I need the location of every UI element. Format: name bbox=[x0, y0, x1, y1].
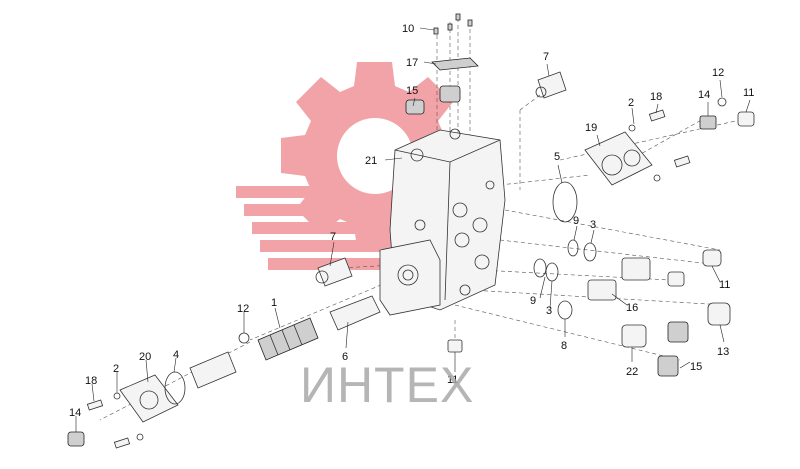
callout-11: 11 bbox=[719, 279, 730, 291]
left-spool-assembly bbox=[238, 257, 381, 361]
callout-2: 2 bbox=[113, 363, 119, 375]
callout-19: 19 bbox=[585, 122, 597, 134]
top-plugs bbox=[405, 85, 461, 115]
callout-20: 20 bbox=[139, 351, 151, 363]
callout-3: 3 bbox=[590, 219, 596, 231]
callout-18: 18 bbox=[85, 375, 97, 387]
callout-17: 17 bbox=[406, 57, 418, 69]
callout-16: 16 bbox=[626, 302, 638, 314]
callout-7: 7 bbox=[330, 231, 336, 243]
callout-9: 9 bbox=[573, 215, 579, 227]
valve-body bbox=[379, 128, 506, 316]
callout-13: 13 bbox=[717, 346, 729, 358]
watermark-brand-text: ИНТЕХ bbox=[300, 357, 475, 413]
callout-12: 12 bbox=[712, 67, 724, 79]
right-fittings bbox=[699, 97, 755, 130]
left-flange-assembly bbox=[67, 351, 237, 449]
callout-14: 14 bbox=[698, 89, 710, 101]
callout-6: 6 bbox=[342, 351, 348, 363]
callout-8: 8 bbox=[561, 340, 567, 352]
callout-14: 14 bbox=[69, 407, 81, 419]
bottom-plug bbox=[447, 339, 463, 353]
right-flange bbox=[584, 109, 691, 186]
top-cover-plate bbox=[431, 13, 479, 71]
callout-labels: 10 17 15 21 7 7 5 2 18 19 14 12 11 9 3 1… bbox=[69, 23, 754, 419]
leader-lines bbox=[75, 27, 751, 432]
callout-11: 11 bbox=[743, 87, 754, 99]
callout-9: 9 bbox=[530, 295, 536, 307]
callout-12: 12 bbox=[237, 303, 249, 315]
callout-4: 4 bbox=[173, 349, 179, 361]
callout-15: 15 bbox=[690, 361, 702, 373]
callout-21: 21 bbox=[365, 155, 377, 167]
callout-22: 22 bbox=[626, 366, 638, 378]
callout-11: 11 bbox=[447, 374, 458, 386]
callout-18: 18 bbox=[650, 91, 662, 103]
right-lower-fittings bbox=[587, 249, 731, 377]
callout-7: 7 bbox=[543, 51, 549, 63]
callout-3: 3 bbox=[546, 305, 552, 317]
callout-10: 10 bbox=[402, 23, 414, 35]
seal-rings bbox=[533, 181, 597, 320]
fitting-top bbox=[535, 71, 567, 99]
callout-5: 5 bbox=[554, 151, 560, 163]
callout-1: 1 bbox=[271, 297, 277, 309]
callout-15: 15 bbox=[406, 85, 418, 97]
callout-2: 2 bbox=[628, 97, 634, 109]
